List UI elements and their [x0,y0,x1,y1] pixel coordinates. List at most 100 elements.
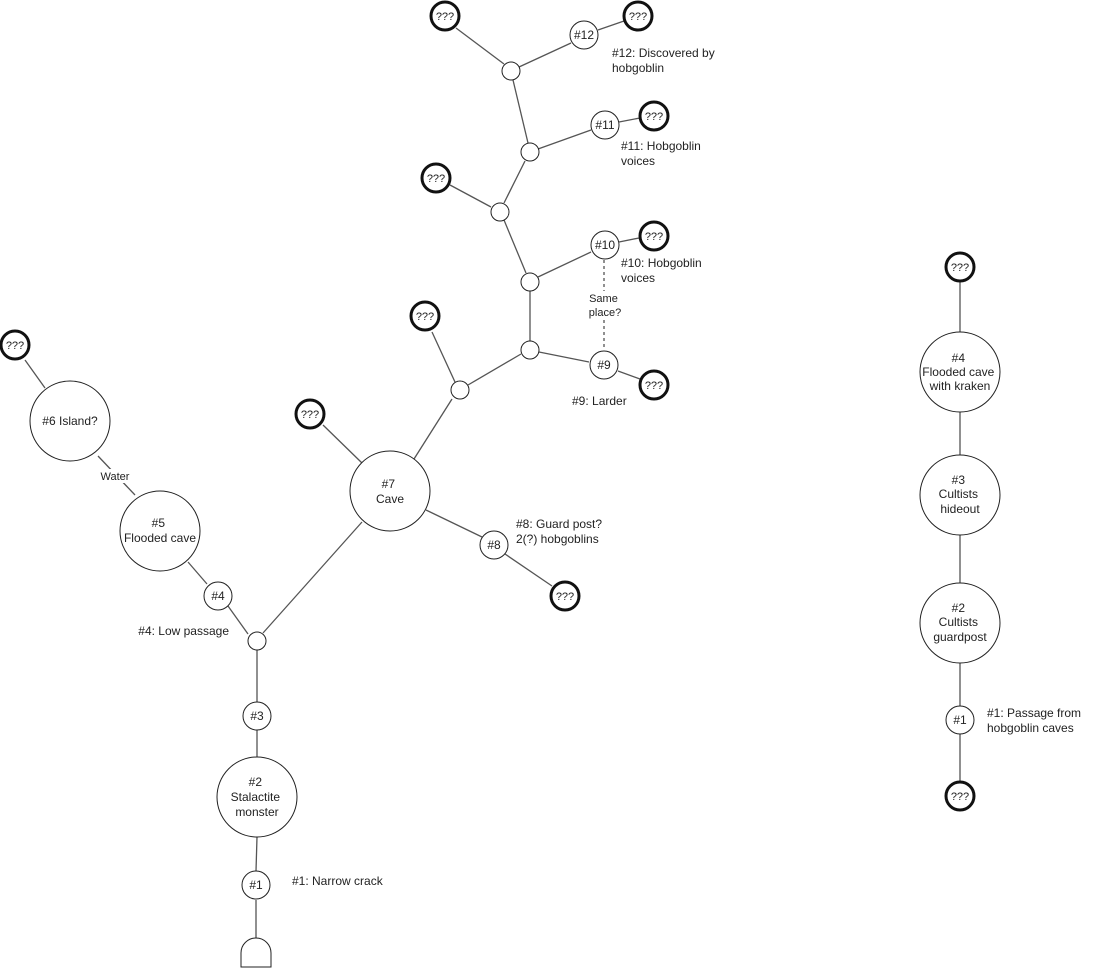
svg-text:Same place?: Same place? [589,293,621,319]
svg-text:#5 Flooded cave: #5 Flooded cave [124,516,196,545]
unknown-node-a-n6[interactable]: ??? [0,329,31,361]
edge-j2-n9 [538,351,590,363]
svg-text:#10: Hobgoblin voices: #10: Hobgoblin voices [621,256,705,285]
node-a-n8[interactable]: #8 [479,530,509,560]
node-a-n2[interactable]: #2 Stalactite monster [216,756,298,838]
edge-n7-unknown [322,424,363,464]
node-b-n3-line3: hideout [940,502,980,516]
junction-a-2[interactable] [520,340,540,360]
node-a-n8-label: #8 [487,538,501,552]
edge-n8-unknown [504,553,553,587]
svg-text:#1: Passage from hobgoblin: #1: Passage from hobgoblin caves [987,706,1084,735]
note-b-n1-line2: hobgoblin caves [987,721,1074,735]
edge-n1-n2 [255,836,258,872]
junction-a-5[interactable] [520,142,540,162]
note-a-n10-line1: #10: Hobgoblin [621,256,702,270]
node-a-n5-line1: #5 [152,516,166,530]
node-a-n5[interactable]: #5 Flooded cave [119,490,201,572]
unknown-node-a-n9[interactable]: ??? [638,369,670,401]
node-b-n4-line2: Flooded cave [922,365,994,379]
edge-label-same-place-line1: Same [589,293,618,305]
node-a-n2-line3: monster [235,805,278,819]
unknown-node-a-n7[interactable]: ??? [294,398,326,430]
unknown-node-a-j4[interactable]: ??? [420,162,452,194]
svg-text:#12: Discovered by hobgobl: #12: Discovered by hobgoblin [612,46,718,75]
edge-j3-n10 [537,251,592,278]
junction-a-1[interactable] [450,380,470,400]
edge-n4-n5 [187,561,208,585]
svg-text:#4 Flooded cave wi: #4 Flooded cave with kraken [922,351,997,393]
junction-a-4[interactable] [490,202,510,222]
node-a-n3-label: #3 [250,709,264,723]
node-a-n7-line1: #7 [382,477,396,491]
unknown-b-top-label: ??? [951,262,969,274]
node-b-n4[interactable]: #4 Flooded cave with kraken [919,331,1001,413]
unknown-node-a-n11[interactable]: ??? [638,100,670,132]
edge-j5-n11 [537,129,592,150]
unknown-node-a-j6[interactable]: ??? [429,0,461,32]
edge-n6-unknown [24,359,46,389]
node-b-n2-line2: Cultists [939,615,978,629]
edge-junction-n4 [227,605,249,635]
note-a-n12-line2: hobgoblin [612,61,664,75]
edge-n11-unknown [618,117,641,123]
node-b-n3-line1: #3 [952,473,966,487]
edge-j5-j6 [512,79,529,144]
svg-text:#8: Guard post? 2(?) hobgo: #8: Guard post? 2(?) hobgoblins [516,517,605,546]
edge-j1-j2 [467,353,522,386]
unknown-node-a-j1[interactable]: ??? [409,300,441,332]
unknown-a-j1-label: ??? [416,311,434,323]
unknown-a-n8-label: ??? [556,591,574,603]
unknown-node-b-bottom[interactable]: ??? [944,780,976,812]
unknown-a-j6-label: ??? [436,11,454,23]
edge-label-water-bg [99,469,132,483]
node-a-n3[interactable]: #3 [242,701,272,731]
svg-text:#2 Stalactite mons: #2 Stalactite monster [231,775,284,819]
node-a-n10[interactable]: #10 [590,230,620,260]
unknown-node-b-top[interactable]: ??? [944,251,976,283]
unknown-a-n10-label: ??? [645,231,663,243]
node-a-n4[interactable]: #4 [203,581,233,611]
note-a-n12-line1: #12: Discovered by [612,46,715,60]
node-a-n6[interactable]: #6 Island? [29,380,111,462]
node-b-n2-line1: #2 [952,601,966,615]
unknown-a-n12-label: ??? [629,11,647,23]
edges-map-a [24,20,641,940]
node-a-n5-line2: Flooded cave [124,531,196,545]
junction-a-6[interactable] [501,61,521,81]
unknown-node-a-n12[interactable]: ??? [622,0,654,32]
node-a-n7-line2: Cave [376,492,404,506]
edge-j4-j5 [503,160,526,204]
unknown-b-bottom-label: ??? [951,791,969,803]
edge-label-water: Water [101,471,130,483]
edge-n7-j1 [413,398,453,460]
svg-text:#2 Cultists guardp: #2 Cultists guardpost [933,601,987,644]
unknown-a-n6-label: ??? [6,340,24,352]
node-b-n3[interactable]: #3 Cultists hideout [919,454,1001,536]
node-b-n1-label: #1 [953,713,967,727]
cave-entrance-icon [240,937,272,968]
node-b-n1[interactable]: #1 [945,705,975,735]
unknown-a-n7-label: ??? [301,409,319,421]
junction-a-3[interactable] [520,272,540,292]
node-a-n1[interactable]: #1 [241,870,271,900]
edge-n7-n8 [425,509,483,538]
node-a-n7[interactable]: #7 Cave [349,450,431,532]
unknown-node-a-n8[interactable]: ??? [549,580,581,612]
node-b-n2[interactable]: #2 Cultists guardpost [919,582,1001,664]
note-a-n10-line2: voices [621,271,655,285]
edge-j6-unknown [455,27,505,65]
note-a-n8-line2: 2(?) hobgoblins [516,532,599,546]
edge-j4-unknown [449,184,492,208]
junction-a-main[interactable] [247,631,267,651]
unknown-a-j4-label: ??? [427,173,445,185]
node-a-n2-line1: #2 [249,775,263,789]
edge-n12-unknown [597,20,625,31]
node-b-n4-line1: #4 [952,351,966,365]
node-a-n9[interactable]: #9 [589,350,619,380]
unknown-node-a-n10[interactable]: ??? [638,220,670,252]
node-a-n12[interactable]: #12 [569,20,599,50]
node-a-n11[interactable]: #11 [590,110,620,140]
node-b-n3-line2: Cultists [939,487,978,501]
